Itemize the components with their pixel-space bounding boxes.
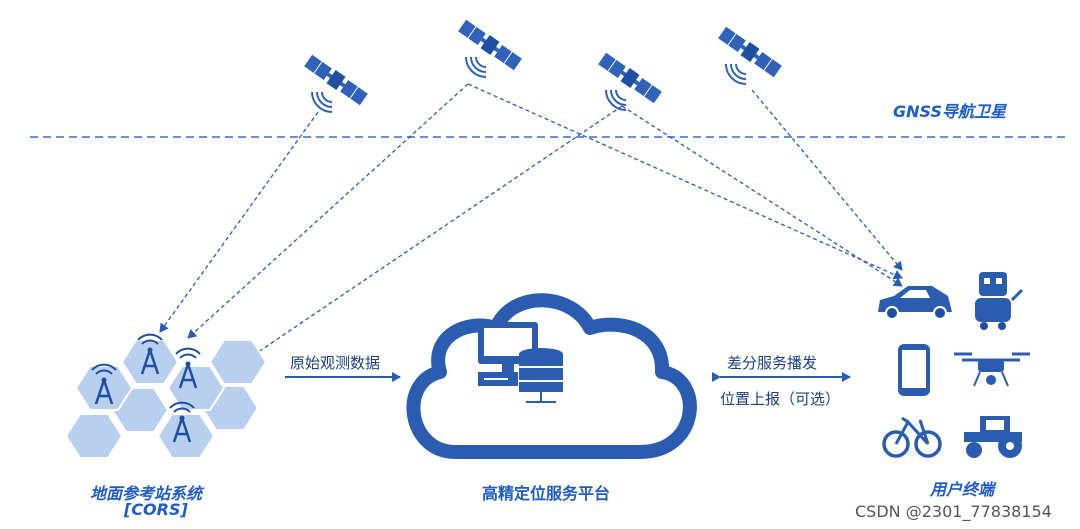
raw-data-label: 原始观测数据 bbox=[290, 354, 381, 372]
signal-lines bbox=[159, 83, 903, 387]
tractor-icon bbox=[964, 416, 1022, 458]
robot-icon bbox=[975, 272, 1024, 330]
drone-icon bbox=[954, 352, 1030, 387]
cors-label: 地面参考站系统 bbox=[90, 484, 203, 503]
signal-line bbox=[621, 105, 903, 287]
platform-label: 高精定位服务平台 bbox=[482, 484, 611, 503]
broadcast-label: 差分服务播发 bbox=[727, 354, 818, 372]
satellite-icon bbox=[596, 50, 664, 111]
satellite-icon bbox=[716, 24, 784, 86]
satellite-icon bbox=[302, 52, 370, 113]
bicycle-icon bbox=[882, 416, 942, 458]
car-icon bbox=[878, 286, 952, 320]
phone-icon bbox=[898, 344, 930, 396]
signal-line bbox=[751, 89, 903, 271]
watermark: CSDN @2301_77838154 bbox=[855, 502, 1052, 521]
signal-line bbox=[187, 83, 469, 339]
signal-line bbox=[467, 83, 903, 280]
report-label: 位置上报（可选） bbox=[720, 390, 841, 408]
cors-hex-grid bbox=[65, 339, 267, 459]
satellite-icon bbox=[456, 17, 524, 79]
satellites-label: GNSS导航卫星 bbox=[893, 102, 1007, 121]
terminals-label: 用户终端 bbox=[930, 480, 995, 499]
signal-line bbox=[207, 105, 623, 387]
server-icon bbox=[478, 322, 563, 403]
signal-line bbox=[159, 111, 319, 333]
cors-abbr-label: [CORS] bbox=[124, 500, 188, 519]
